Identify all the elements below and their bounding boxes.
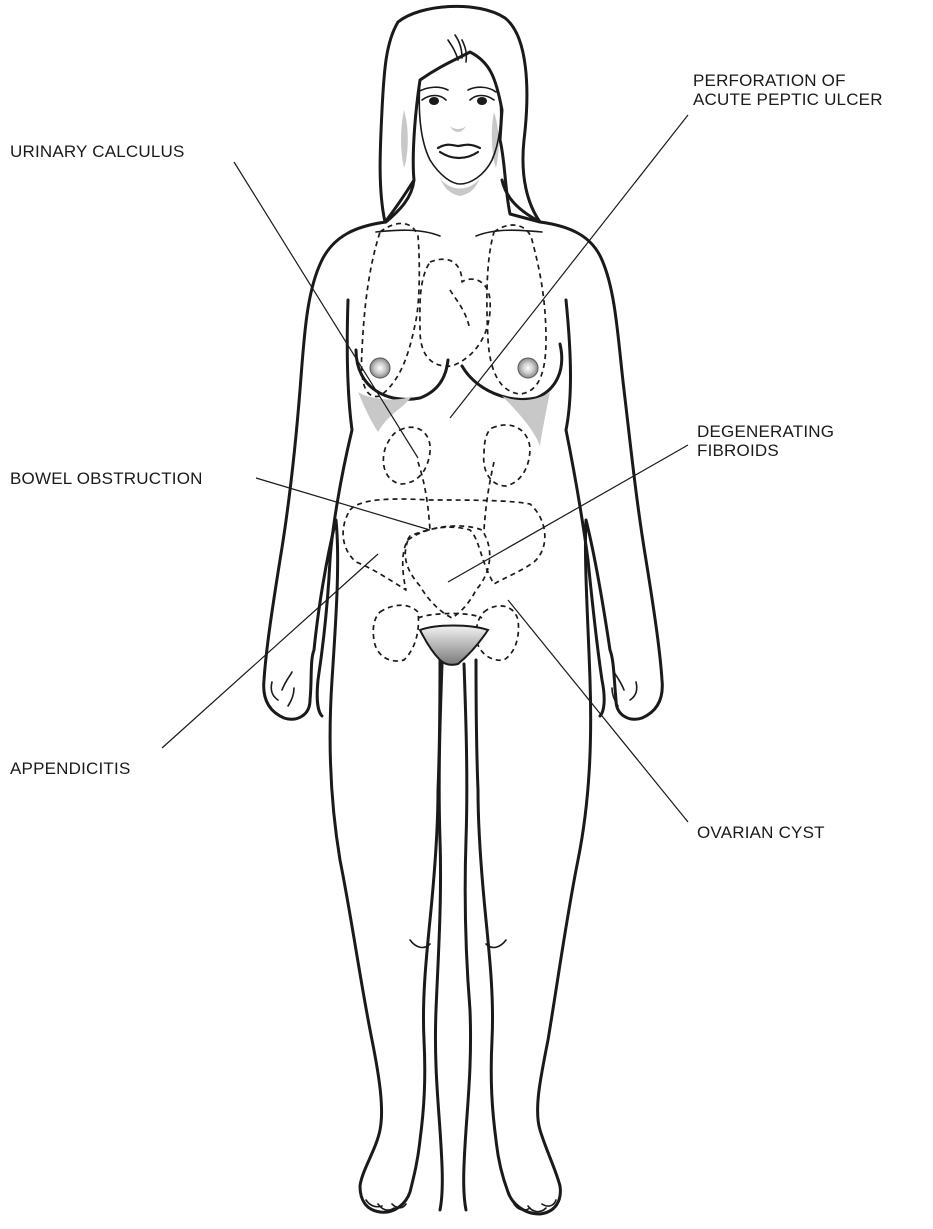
collarbone-right <box>476 230 542 236</box>
right-arm-inner <box>566 300 604 716</box>
label-peptic-ulcer: PERFORATION OF ACUTE PEPTIC ULCER <box>693 71 883 109</box>
leader-urinary-calculus <box>234 162 418 458</box>
ureter-right <box>484 462 494 530</box>
neck-shade <box>440 178 480 196</box>
hair-strands <box>448 35 466 62</box>
leader-bowel-obstruction <box>256 478 430 530</box>
leader-ovarian-cyst <box>508 600 688 822</box>
leader-fibroids <box>448 445 688 582</box>
mouth <box>438 145 480 158</box>
uterus <box>405 526 489 618</box>
label-fibroids: DEGENERATING FIBROIDS <box>697 422 834 460</box>
heart-inner <box>450 290 470 330</box>
label-bowel-obstruction: BOWEL OBSTRUCTION <box>10 469 203 488</box>
kidney-left <box>383 427 430 484</box>
leg-inner-right <box>464 664 471 1210</box>
heart <box>420 259 490 366</box>
left-hand <box>271 672 294 706</box>
breast-right <box>462 344 562 399</box>
flank-shade-right <box>502 392 550 446</box>
hair-shade-left <box>401 110 408 168</box>
leg-inner-left <box>435 664 442 1210</box>
pelvis-left <box>373 605 418 661</box>
label-ovarian-cyst: OVARIAN CYST <box>697 823 825 842</box>
kidney-right <box>484 425 530 486</box>
collarbone-left <box>376 230 440 236</box>
leader-appendicitis <box>162 554 378 748</box>
pubic-area <box>420 626 488 665</box>
label-urinary-calculus: URINARY CALCULUS <box>10 142 185 161</box>
label-appendicitis: APPENDICITIS <box>10 759 130 778</box>
nose <box>450 126 466 132</box>
breast-left <box>356 350 448 399</box>
